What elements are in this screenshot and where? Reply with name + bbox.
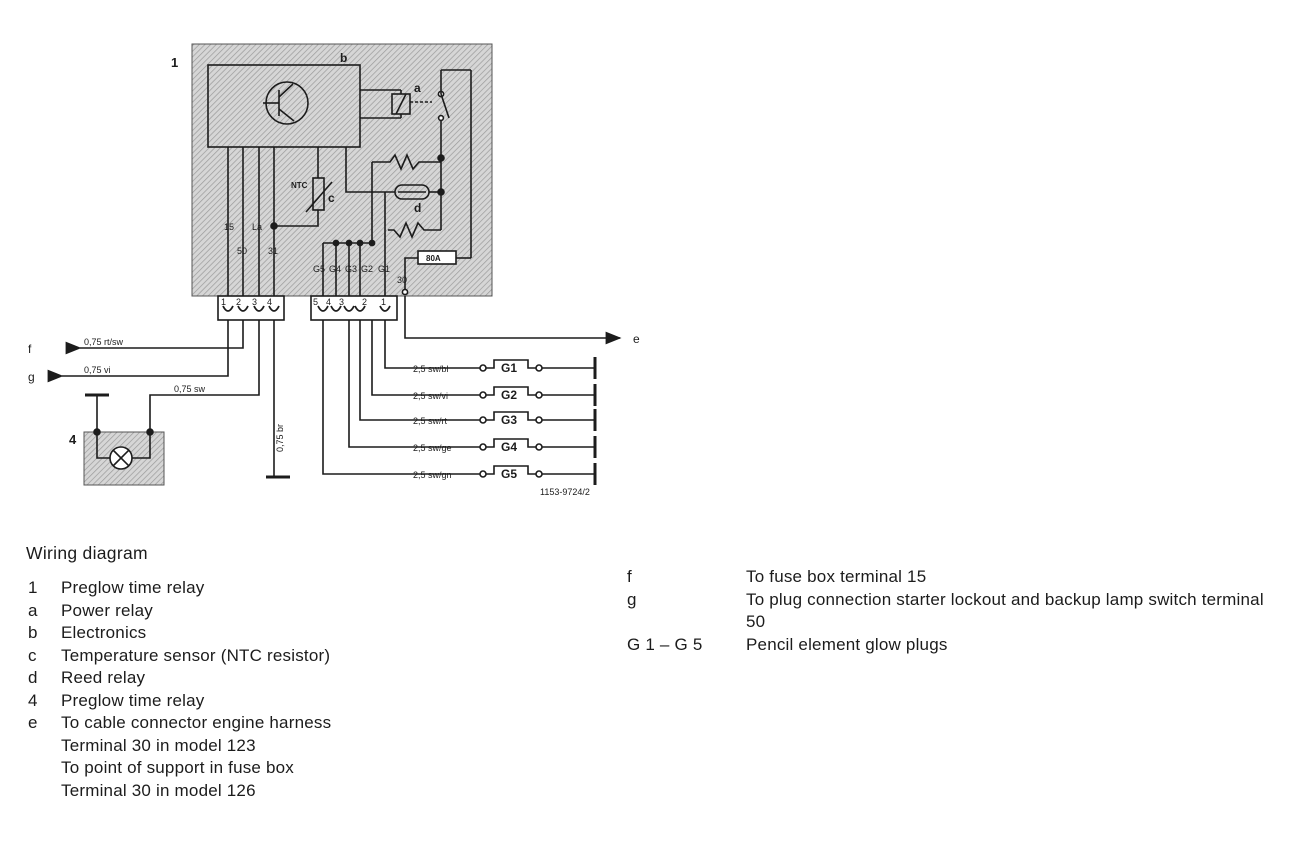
legend-item: b Electronics <box>28 622 448 645</box>
wire-f-label: 0,75 rt/sw <box>84 337 124 347</box>
glow-plug-g5 <box>479 463 597 485</box>
glow-terminal-label: G1 <box>378 264 390 274</box>
legend-key: e <box>28 713 38 732</box>
pin-label: 1 <box>221 297 226 307</box>
glow-plug-label: G1 <box>501 361 517 375</box>
legend-item: f To fuse box terminal 15 <box>627 566 1277 589</box>
electronics-block <box>207 64 361 148</box>
legend-item: a Power relay <box>28 600 448 623</box>
legend-text: Pencil element glow plugs <box>746 634 948 654</box>
wire-g-label: 0,75 vi <box>84 365 111 375</box>
legend-key: 1 <box>28 578 38 597</box>
lead-g-label: g <box>28 370 35 384</box>
pin-label: 3 <box>252 297 257 307</box>
glow-terminal-label: G4 <box>329 264 341 274</box>
legend-key: 4 <box>28 690 38 710</box>
power-relay-letter: a <box>414 81 421 95</box>
relay-number-label: 1 <box>171 55 178 70</box>
reference-number: 1153-9724/2 <box>540 487 590 497</box>
glow-plug-g3 <box>479 409 597 431</box>
legend-text: Reed relay <box>61 668 146 687</box>
legend-item: c Temperature sensor (NTC resistor) <box>28 645 448 668</box>
legend-text: Electronics <box>61 623 147 642</box>
legend-key: c <box>28 645 37 665</box>
legend-text: To plug connection starter lockout and b… <box>746 589 1264 632</box>
legend-item: d Reed relay <box>28 667 448 690</box>
left-connector <box>217 295 285 321</box>
glow-wire-label: 2,5 sw/ge <box>413 443 452 453</box>
pin-label: 1 <box>381 297 386 307</box>
terminal-30-label: 30 <box>397 275 407 285</box>
legend-item: e To cable connector engine harness <box>28 712 448 735</box>
wire-br-label: 0,75 br <box>275 424 285 452</box>
legend-key: f <box>627 567 632 586</box>
terminal-15-label: 15 <box>224 222 234 232</box>
ntc-label: NTC <box>291 181 308 190</box>
sensor-letter: c <box>328 191 335 205</box>
glow-plug-g2 <box>479 384 597 406</box>
glow-wire-label: 2,5 sw/bl <box>413 364 449 374</box>
legend-item: g To plug connection starter lockout and … <box>627 589 1277 634</box>
right-connector <box>310 295 398 321</box>
terminal-la-label: La <box>252 222 262 232</box>
pin-label: 4 <box>326 297 331 307</box>
glow-wire-label: 2,5 sw/gn <box>413 470 452 480</box>
glow-plug-label: G2 <box>501 388 517 402</box>
legend-key: g <box>627 589 637 609</box>
glow-wire-label: 2,5 sw/vi <box>413 391 448 401</box>
electronics-letter: b <box>340 51 347 65</box>
glow-plug-label: G4 <box>501 440 517 454</box>
legend-text: Power relay <box>61 600 153 620</box>
lead-e-label: e <box>633 332 640 346</box>
glow-plug-g4 <box>479 436 597 458</box>
legend-item: 1 Preglow time relay <box>28 577 448 600</box>
glow-plug-label: G3 <box>501 413 517 427</box>
lead-f-label: f <box>28 342 32 356</box>
legend-key: d <box>28 668 38 687</box>
pin-label: 4 <box>267 297 272 307</box>
legend-continuation: Terminal 30 in model 123 <box>61 735 256 755</box>
legend-title: Wiring diagram <box>26 543 148 563</box>
glow-wire-label: 2,5 sw/rt <box>413 416 448 426</box>
legend-text: Temperature sensor (NTC resistor) <box>61 645 331 665</box>
legend-key: b <box>28 623 38 642</box>
pin-label: 2 <box>236 297 241 307</box>
fuse-label: 80A <box>426 254 441 263</box>
terminal-50-label: 50 <box>237 246 247 256</box>
terminal-31-label: 31 <box>268 246 278 256</box>
reed-letter: d <box>414 201 421 215</box>
legend-continuation: To point of support in fuse box <box>61 758 295 777</box>
wiring-diagram: 1 <box>28 43 640 497</box>
glow-terminal-label: G3 <box>345 264 357 274</box>
legend-key: a <box>28 600 38 620</box>
legend-text: To fuse box terminal 15 <box>746 567 927 586</box>
wire-lamp-label: 0,75 sw <box>174 384 206 394</box>
legend-text: To cable connector engine harness <box>61 713 332 732</box>
legend-item: G 1 – G 5 Pencil element glow plugs <box>627 634 1277 657</box>
lamp-number-label: 4 <box>69 432 77 447</box>
pin-label: 2 <box>362 297 367 307</box>
pin-label: 5 <box>313 297 318 307</box>
glow-terminal-label: G2 <box>361 264 373 274</box>
glow-terminal-label: G5 <box>313 264 325 274</box>
glow-plug-label: G5 <box>501 467 517 481</box>
legend-text: Preglow time relay <box>61 690 205 710</box>
legend-right: f To fuse box terminal 15 g To plug connec… <box>627 566 1277 656</box>
pin-label: 3 <box>339 297 344 307</box>
legend-continuation: Terminal 30 in model 126 <box>61 780 256 800</box>
glow-plug-g1 <box>479 357 597 379</box>
legend-key: G 1 – G 5 <box>627 634 703 654</box>
legend-text: Preglow time relay <box>61 578 205 597</box>
legend-item: 4 Preglow time relay <box>28 690 448 713</box>
